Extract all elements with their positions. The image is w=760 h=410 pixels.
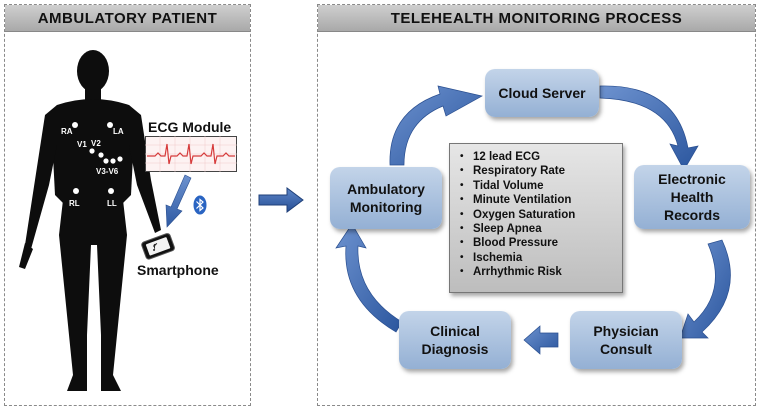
- electrode-label-la: LA: [113, 127, 124, 136]
- physician-label-line1: Physician: [593, 323, 659, 339]
- parameter-item: Minute Ventilation: [460, 193, 622, 208]
- parameter-item: Blood Pressure: [460, 236, 622, 251]
- parameter-item: Ischemia: [460, 251, 622, 266]
- electrode-label-ra: RA: [61, 127, 73, 136]
- clinical-label-line1: Clinical: [430, 323, 480, 339]
- electrode-label-rl: RL: [69, 199, 80, 208]
- parameter-item: Oxygen Saturation: [460, 208, 622, 223]
- cloud-server-box: Cloud Server: [485, 69, 599, 117]
- parameter-item: Sleep Apnea: [460, 222, 622, 237]
- physician-label-line2: Consult: [599, 341, 653, 357]
- panel-title-right: TELEHEALTH MONITORING PROCESS: [318, 5, 755, 32]
- ambulatory-label-line1: Ambulatory: [347, 181, 425, 197]
- smartphone-label: Smartphone: [137, 262, 219, 278]
- electrode-label-v3-v6: V3-V6: [96, 167, 119, 176]
- ehr-label-line1: Electronic: [658, 171, 726, 187]
- parameter-item: Tidal Volume: [460, 179, 622, 194]
- parameter-item: Respiratory Rate: [460, 164, 622, 179]
- parameter-item: 12 lead ECG: [460, 150, 622, 165]
- ambulatory-label-line2: Monitoring: [349, 199, 423, 215]
- ambulatory-patient-panel: AMBULATORY PATIENT RA LA V: [4, 4, 251, 406]
- electrode-label-ll: LL: [107, 199, 117, 208]
- physician-consult-box: Physician Consult: [570, 311, 682, 369]
- electrode-label-v2: V2: [91, 139, 101, 148]
- panel-connector-arrow: [258, 187, 304, 213]
- clinical-diagnosis-box: Clinical Diagnosis: [399, 311, 511, 369]
- ecg-to-phone-arrow: [165, 174, 192, 228]
- electrode-label-v1: V1: [77, 140, 87, 149]
- ecg-module-box: [145, 136, 237, 172]
- parameter-item: Arrhythmic Risk: [460, 265, 622, 280]
- ambulatory-monitoring-box: Ambulatory Monitoring: [330, 167, 442, 229]
- bluetooth-icon: [193, 195, 207, 215]
- ehr-label-line2: Health: [670, 189, 714, 205]
- cloud-server-label: Cloud Server: [498, 85, 586, 101]
- smartphone-icon: [141, 233, 175, 260]
- panel-title-left: AMBULATORY PATIENT: [5, 5, 250, 32]
- monitored-parameters-list: 12 lead ECGRespiratory RateTidal VolumeM…: [449, 143, 623, 293]
- ehr-label-line3: Records: [663, 207, 721, 223]
- ecg-module-label: ECG Module: [148, 119, 232, 135]
- electronic-health-records-box: Electronic Health Records: [634, 165, 750, 229]
- clinical-label-line2: Diagnosis: [421, 341, 489, 357]
